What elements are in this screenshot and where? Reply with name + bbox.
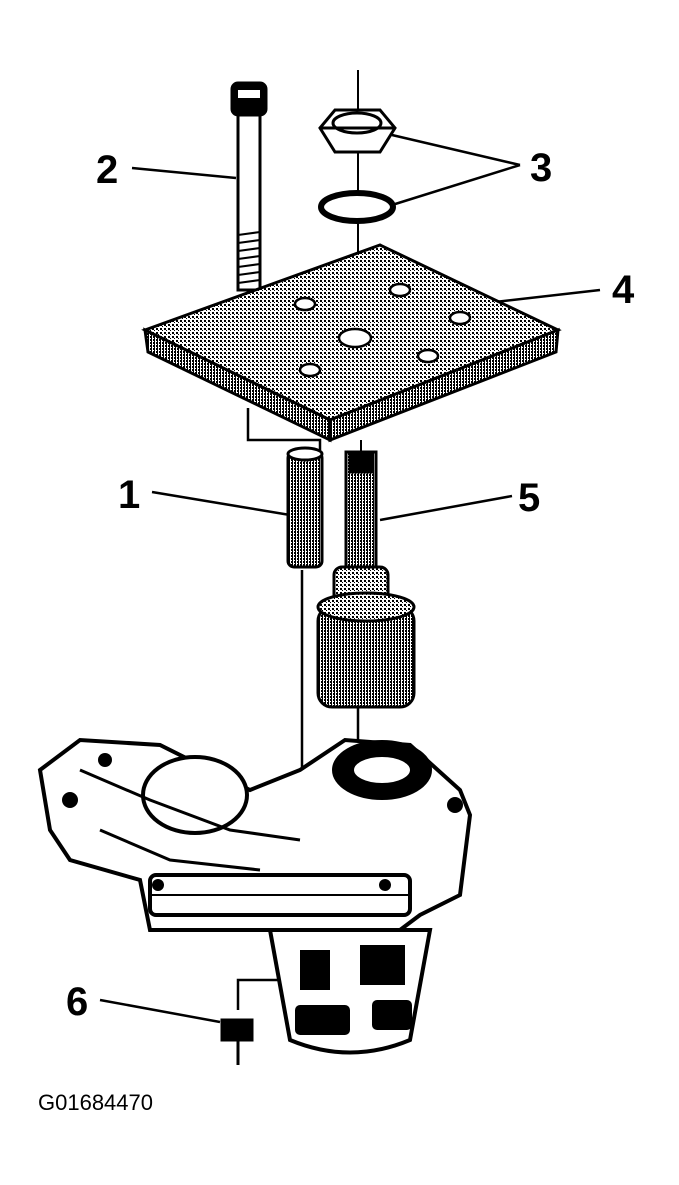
dowel-pin [286, 446, 324, 569]
leader-lines [99, 133, 601, 1024]
callout-2: 2 [96, 148, 119, 192]
small-bolt [220, 1018, 254, 1065]
callout-6: 6 [66, 980, 89, 1024]
cover-plate [141, 243, 562, 443]
callout-3: 3 [530, 146, 553, 190]
callout-4: 4 [612, 268, 635, 312]
nut-and-washer [318, 70, 397, 330]
bolt-part [230, 81, 268, 292]
callout-1: 1 [118, 473, 141, 517]
callout-5: 5 [518, 476, 541, 520]
pump-housing [37, 737, 473, 1055]
figure-id: G01684470 [38, 1090, 153, 1115]
pump-shaft-assembly [316, 440, 416, 709]
